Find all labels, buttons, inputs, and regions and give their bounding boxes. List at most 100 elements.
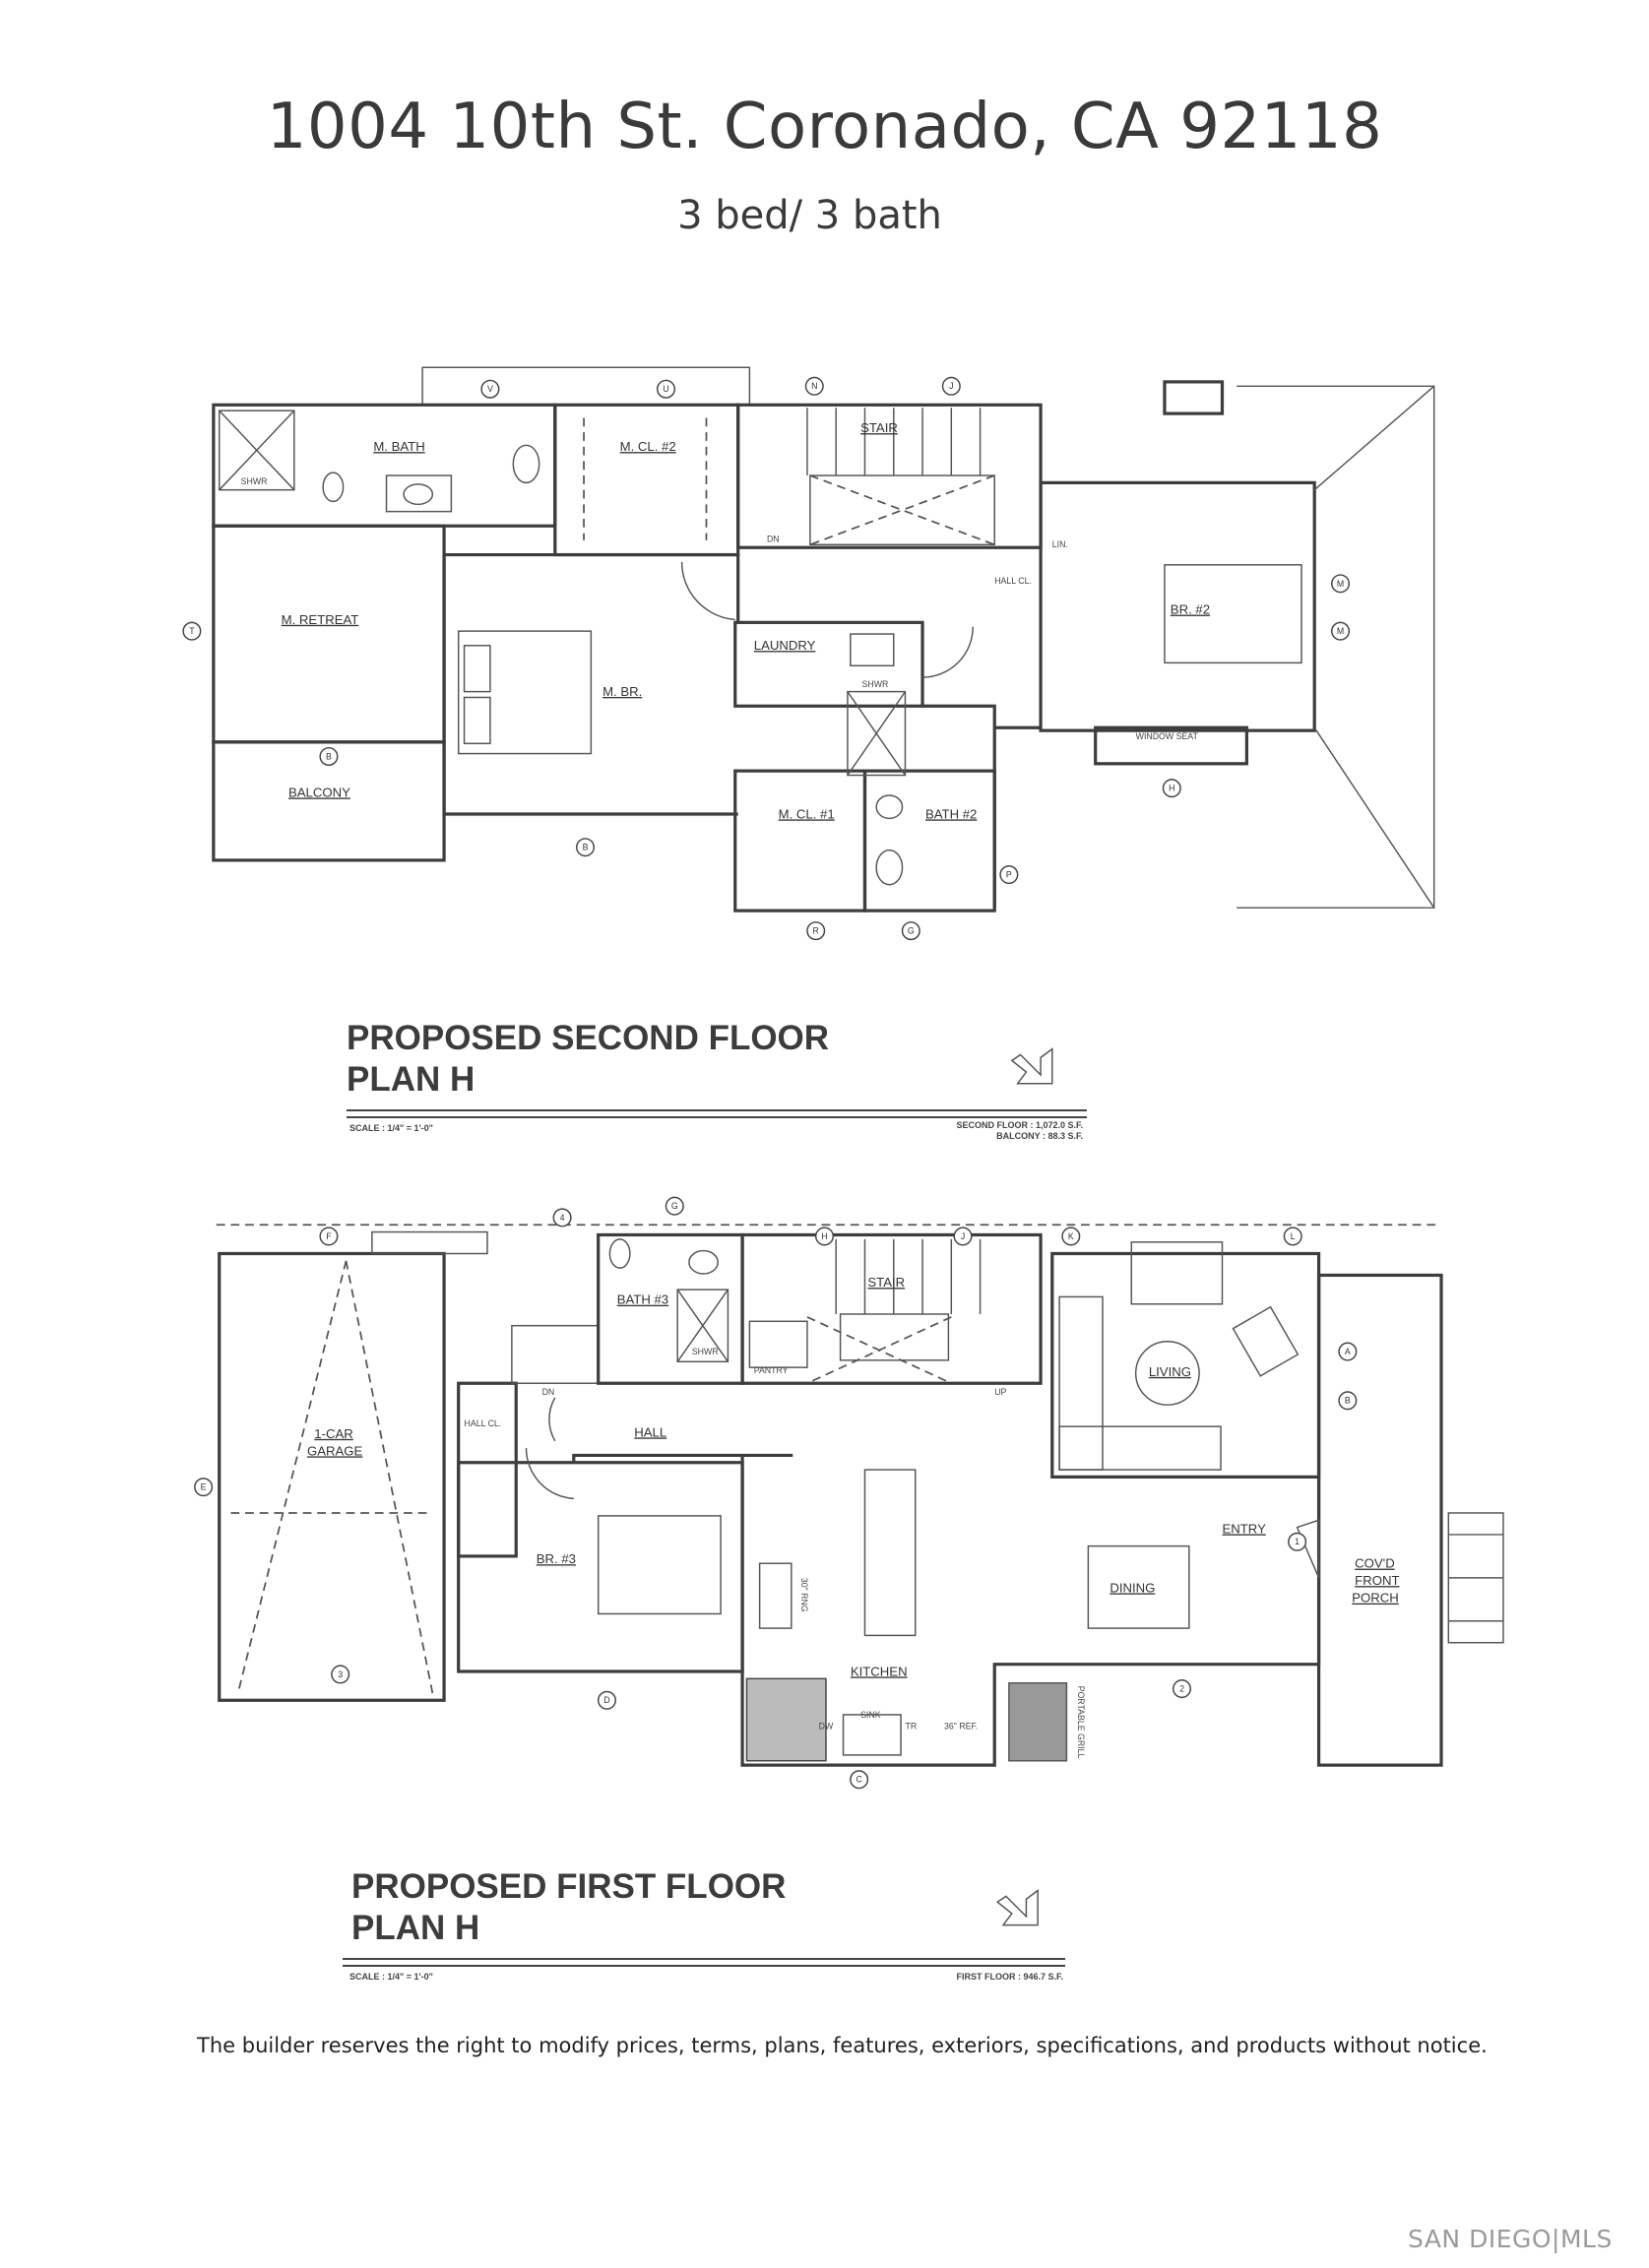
- grid-marker: L: [1283, 1227, 1302, 1246]
- first-floor-area: FIRST FLOOR : 946.7 S.F.: [847, 1972, 1063, 1983]
- grid-marker: K: [1061, 1227, 1081, 1246]
- room-label-dw: DW: [819, 1722, 834, 1732]
- room-label-rng: 30" RNG: [799, 1578, 809, 1612]
- grid-marker: 3: [331, 1665, 350, 1684]
- svg-text:D: D: [603, 1695, 609, 1705]
- room-label-br2: BR. #2: [1171, 602, 1210, 617]
- svg-text:H: H: [1169, 784, 1174, 793]
- room-label-garage-2: GARAGE: [307, 1443, 363, 1458]
- grid-marker: M: [1331, 621, 1351, 641]
- svg-text:M: M: [1337, 626, 1344, 636]
- svg-text:B: B: [326, 751, 332, 761]
- north-arrow-icon: [1010, 1047, 1053, 1085]
- room-label-bath3: BATH #3: [617, 1292, 668, 1307]
- grid-marker: F: [319, 1227, 339, 1246]
- second-floor-title-line1: PROPOSED SECOND FLOOR: [347, 1019, 830, 1057]
- grid-marker: B: [319, 746, 339, 767]
- room-label-lin: LIN.: [1052, 539, 1068, 549]
- room-label-m-retreat: M. RETREAT: [282, 612, 359, 627]
- room-label-stair: STAIR: [860, 420, 898, 435]
- first-floor-title-line1: PROPOSED FIRST FLOOR: [351, 1867, 787, 1906]
- room-label-porch-3: PORCH: [1352, 1591, 1399, 1606]
- svg-text:T: T: [189, 626, 195, 636]
- svg-text:L: L: [1291, 1231, 1296, 1241]
- second-floor-rule: [347, 1109, 1087, 1118]
- first-floor-area-line: FIRST FLOOR : 946.7 S.F.: [956, 1972, 1063, 1982]
- room-label-porch-2: FRONT: [1355, 1573, 1399, 1588]
- room-label-living: LIVING: [1149, 1364, 1191, 1379]
- svg-text:R: R: [813, 926, 819, 936]
- svg-text:4: 4: [560, 1213, 565, 1223]
- second-floor-plan: M. BATH M. CL. #2 STAIR SHWR M. RETREAT …: [182, 366, 1435, 1085]
- grid-marker: H: [814, 1227, 835, 1246]
- room-label-balcony: BALCONY: [288, 785, 350, 799]
- room-label-hall: HALL: [634, 1424, 666, 1439]
- grid-marker: B: [575, 838, 596, 857]
- svg-text:P: P: [1006, 869, 1012, 879]
- svg-text:B: B: [583, 843, 589, 852]
- svg-text:K: K: [1068, 1231, 1074, 1241]
- svg-text:J: J: [949, 381, 953, 391]
- grid-marker: G: [665, 1196, 684, 1216]
- svg-text:1: 1: [1295, 1537, 1300, 1546]
- room-label-stair: STAIR: [867, 1275, 905, 1290]
- room-label-pantry: PANTRY: [754, 1365, 789, 1375]
- grid-marker: 1: [1288, 1532, 1307, 1551]
- bed-bath-subtitle: 3 bed/ 3 bath: [677, 193, 942, 238]
- svg-text:C: C: [856, 1775, 861, 1785]
- grid-marker: V: [480, 379, 500, 399]
- room-label-hall-cl: HALL CL.: [465, 1418, 502, 1428]
- room-label-shwr2: SHWR: [862, 679, 889, 689]
- first-floor-title: PROPOSED FIRST FLOOR PLAN H: [351, 1866, 786, 1949]
- second-floor-area: SECOND FLOOR : 1,072.0 S.F. BALCONY : 88…: [866, 1120, 1083, 1142]
- room-label-grill: PORTABLE GRILL: [1076, 1686, 1086, 1759]
- page-title: 1004 10th St. Coronado, CA 92118: [266, 91, 1383, 163]
- room-label-dining: DINING: [1110, 1580, 1155, 1595]
- disclaimer-text: The builder reserves the right to modify…: [197, 2034, 1488, 2057]
- room-label-tr: TR: [905, 1722, 917, 1732]
- first-floor-rule: [343, 1958, 1065, 1967]
- first-floor-plan: BATH #3 SHWR STAIR PANTRY HALL 1-CAR GAR…: [194, 1196, 1504, 1926]
- grid-marker: A: [1338, 1342, 1358, 1361]
- room-label-ref: 36" REF.: [944, 1722, 978, 1732]
- grid-marker: 2: [1173, 1679, 1192, 1699]
- grid-marker: G: [901, 921, 920, 941]
- second-floor-area-line: SECOND FLOOR : 1,072.0 S.F.: [956, 1120, 1083, 1130]
- room-label-entry: ENTRY: [1223, 1521, 1267, 1536]
- svg-text:B: B: [1345, 1396, 1351, 1406]
- svg-text:G: G: [671, 1201, 678, 1211]
- svg-text:N: N: [811, 381, 817, 391]
- svg-text:J: J: [961, 1231, 965, 1241]
- svg-text:F: F: [326, 1231, 331, 1241]
- svg-text:G: G: [908, 926, 915, 936]
- room-label-br3: BR. #3: [537, 1551, 576, 1566]
- room-label-dn: DN: [767, 534, 780, 543]
- room-label-dn: DN: [542, 1387, 555, 1397]
- room-label-m-bath: M. BATH: [373, 439, 424, 454]
- svg-text:E: E: [201, 1482, 207, 1492]
- room-label-porch-1: COV'D: [1355, 1556, 1395, 1571]
- grid-marker: D: [597, 1690, 616, 1710]
- room-label-shwr: SHWR: [692, 1347, 719, 1356]
- grid-marker: C: [850, 1770, 869, 1790]
- second-floor-title: PROPOSED SECOND FLOOR PLAN H: [347, 1018, 829, 1101]
- grid-marker: R: [806, 921, 826, 941]
- grid-marker: T: [182, 621, 202, 641]
- room-label-up: UP: [994, 1387, 1006, 1397]
- mls-logo: SAN DIEGO|MLS: [1408, 2225, 1613, 2253]
- room-label-window-seat: WINDOW SEAT: [1136, 731, 1199, 741]
- grid-marker: 4: [552, 1208, 572, 1228]
- room-label-laundry: LAUNDRY: [754, 638, 816, 653]
- second-floor-scale: SCALE : 1/4" = 1'-0": [349, 1123, 433, 1133]
- room-label-garage-1: 1-CAR: [314, 1426, 352, 1441]
- room-label-kitchen: KITCHEN: [851, 1664, 908, 1678]
- svg-text:H: H: [821, 1231, 827, 1241]
- svg-text:A: A: [1345, 1347, 1351, 1356]
- room-label-m-cl2: M. CL. #2: [620, 439, 676, 454]
- first-floor-title-line2: PLAN H: [351, 1909, 480, 1947]
- north-arrow-icon: [995, 1889, 1039, 1926]
- svg-text:2: 2: [1179, 1683, 1184, 1693]
- room-label-m-cl1: M. CL. #1: [779, 806, 835, 821]
- room-label-bath2: BATH #2: [925, 806, 977, 821]
